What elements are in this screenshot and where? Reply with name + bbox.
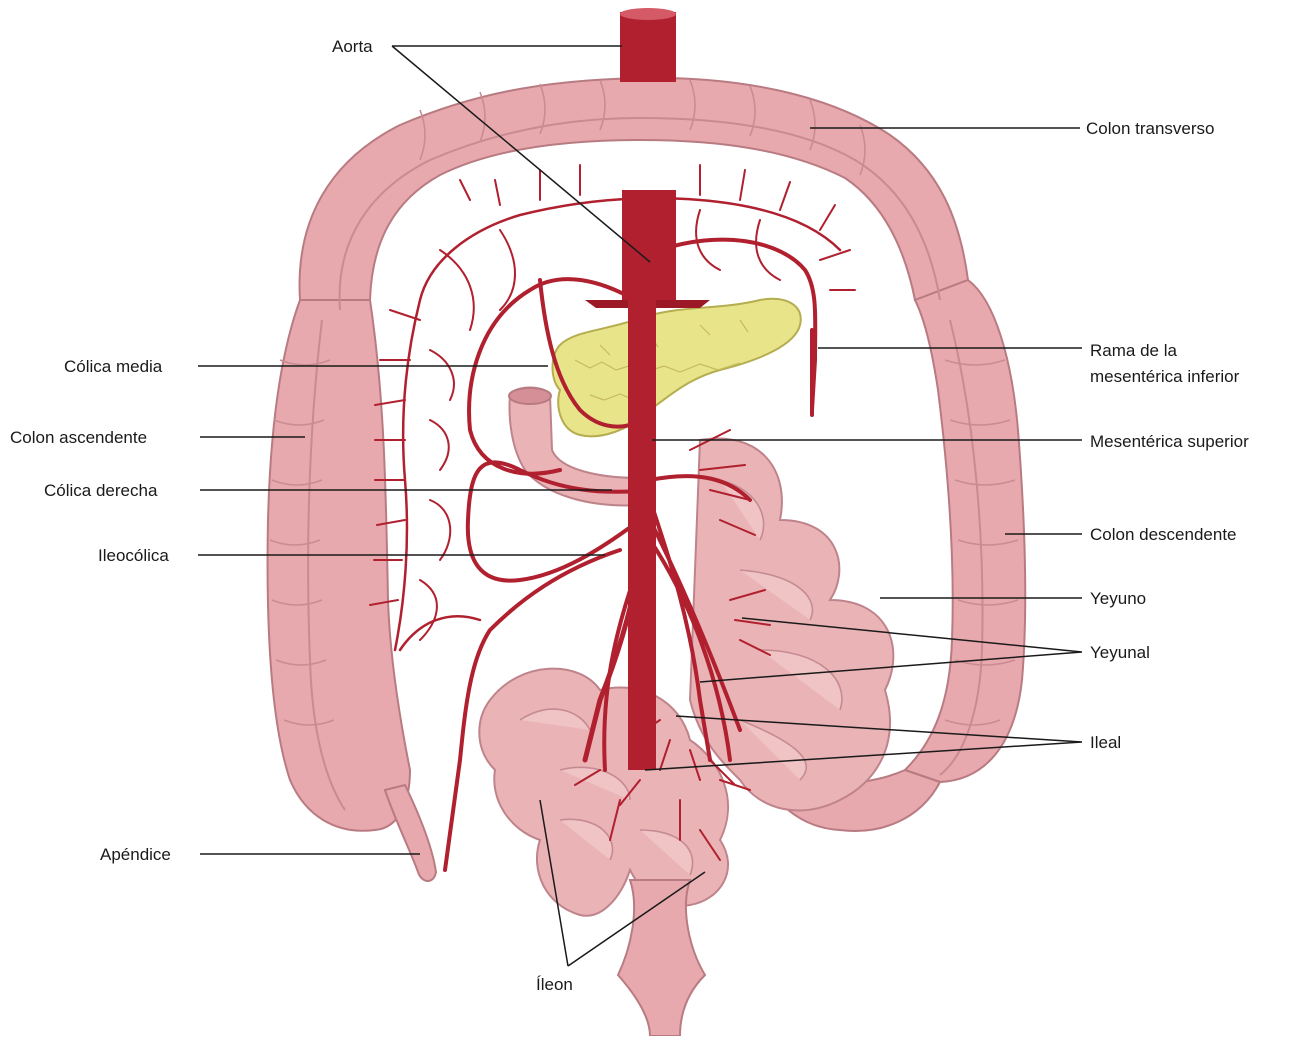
label-yeyuno: Yeyuno	[1090, 589, 1146, 608]
appendix	[385, 785, 436, 881]
label-rama-line2: mesentérica inferior	[1090, 367, 1240, 386]
label-colon-ascendente: Colon ascendente	[10, 428, 147, 447]
label-rama-line1: Rama de la	[1090, 341, 1177, 360]
small-intestine	[479, 388, 893, 1037]
label-apendice: Apéndice	[100, 845, 171, 864]
aorta-top	[620, 12, 676, 82]
label-ileocolica: Ileocólica	[98, 546, 169, 565]
label-aorta: Aorta	[332, 37, 373, 56]
label-yeyunal: Yeyunal	[1090, 643, 1150, 662]
colon-ascending	[268, 300, 410, 831]
label-ileal: Ileal	[1090, 733, 1121, 752]
label-colica-media: Cólica media	[64, 357, 163, 376]
colon-descending	[905, 280, 1025, 782]
label-colon-transverso: Colon transverso	[1086, 119, 1215, 138]
label-mesenterica-superior: Mesentérica superior	[1090, 432, 1249, 451]
label-colica-derecha: Cólica derecha	[44, 481, 158, 500]
label-colon-descendente: Colon descendente	[1090, 525, 1237, 544]
label-ileon: Íleon	[536, 975, 573, 994]
